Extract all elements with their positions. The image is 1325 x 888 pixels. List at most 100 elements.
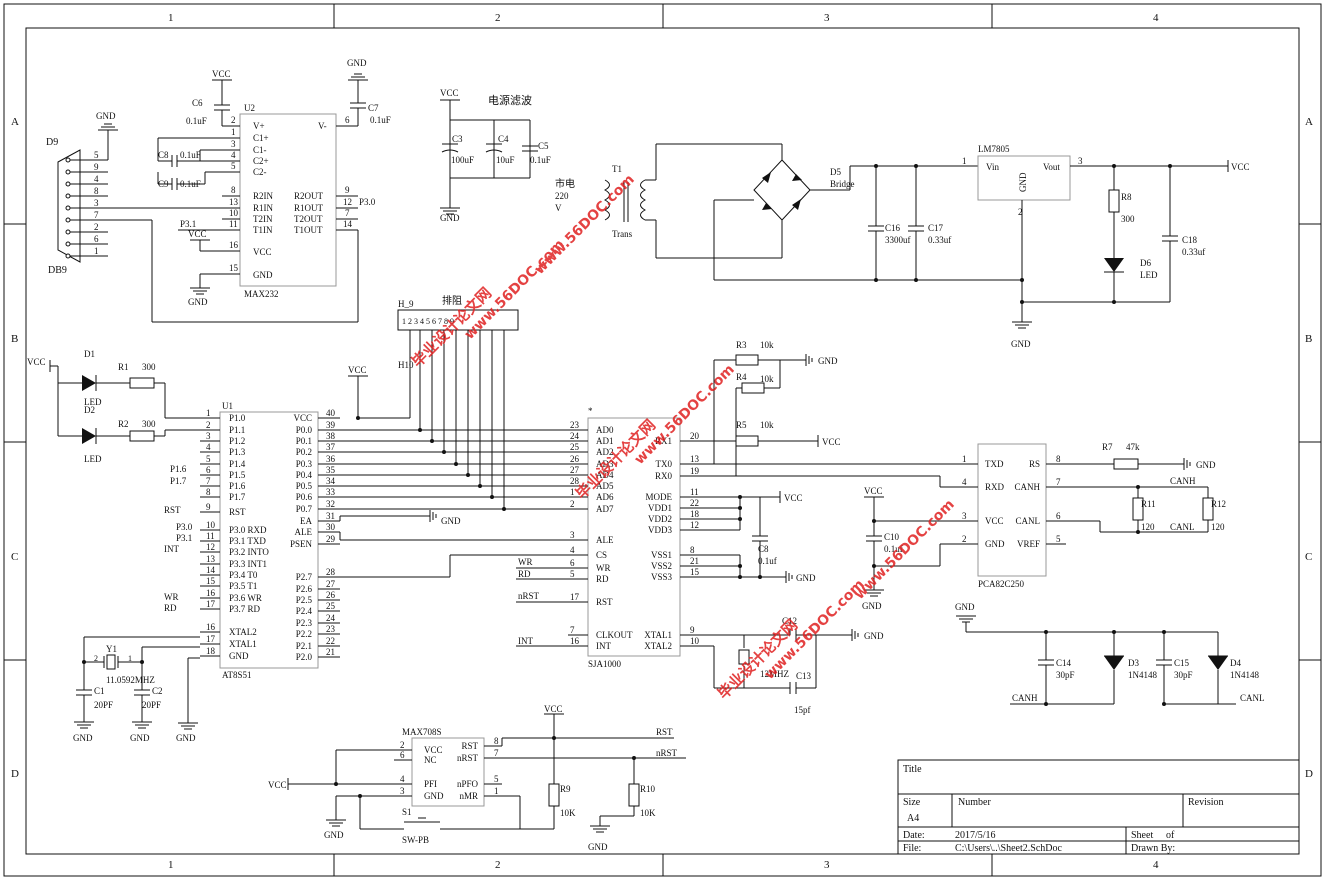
col-3-bottom: 3 [824,859,830,871]
pin-name: P2.1 [296,641,312,651]
pin-name: P1.3 [229,447,246,457]
pin-name: T2OUT [294,214,323,224]
db9-pin-label: 3 [94,198,99,208]
net-p31: P3.1 [180,219,196,229]
wdt-rst-net: RST [656,727,673,737]
c9-value: 0.1uF [180,179,201,189]
pin-name: GND [424,791,444,801]
h10-label: H10 [398,360,414,370]
pin-name: AD2 [596,447,614,457]
row-d-left: D [11,768,19,780]
r3-value: 10k [760,340,774,350]
col-2-top: 2 [495,12,501,24]
db9-pin-label: 1 [94,246,99,256]
pin-number: 21 [690,556,699,566]
pin-number: 7 [570,625,575,635]
pin-number: 15 [229,263,239,273]
d4-value: 1N4148 [1230,670,1259,680]
pin-number: 27 [570,465,580,475]
file-label: File: [903,843,921,854]
pin-number: 30 [326,522,336,532]
c7-gnd-label: GND [347,58,367,68]
pin-number: 9 [690,625,695,635]
pin-name: P1.4 [229,459,246,469]
r5-vcc-label: VCC [822,437,841,447]
pin-name: P3.5 T1 [229,581,257,591]
sja-c8-value: 0.1uf [758,556,777,566]
pin-number: 7 [1056,477,1061,487]
col-2-bottom: 2 [495,859,501,871]
s1-name: SW-PB [402,835,429,845]
pin-name: P2.3 [296,618,313,628]
db9-name: DB9 [48,265,67,276]
sja-c8-ref: C8 [758,544,769,554]
pin-name: P0.6 [296,492,313,502]
lm7805-name: LM7805 [978,144,1010,154]
mcu-gnd-label: GND [176,733,196,743]
pin-number: 26 [326,590,336,600]
pin-name: AD3 [596,459,614,469]
r4-value: 10k [760,374,774,384]
max708-name: MAX708S [402,727,442,737]
c2-value: 20PF [142,700,161,710]
r5-value: 10k [760,420,774,430]
pin-number: 1 [206,408,211,418]
date-value: 2017/5/16 [955,830,996,841]
y1-freq: 11.0592MHZ [106,675,155,685]
ea-gnd-label: GND [441,516,461,526]
pca-canl-label: CANL [1170,522,1195,532]
wdt-vcc-label: VCC [268,780,287,790]
pin-number: 36 [326,454,336,464]
db9-pin-label: 9 [94,162,99,172]
d1-name: LED [84,397,102,407]
pin-number: 3 [962,511,967,521]
sja-body [587,417,681,657]
pin-name: RST [596,597,613,607]
pin-name: VCC [985,516,1004,526]
pin-name: C2+ [253,156,269,166]
pin-name: P3.0 RXD [229,525,267,535]
size-value: A4 [907,813,919,824]
r7-gnd-label: GND [1196,460,1216,470]
respack-body [397,309,519,331]
pin-name: RD [596,574,609,584]
pin-number: 8 [494,736,499,746]
c15-ref: C15 [1174,658,1190,668]
pin-number: 7 [345,208,350,218]
pin-name: RS [1029,459,1040,469]
pin-number: 4 [400,774,405,784]
r7-ref: R7 [1102,442,1113,452]
pin-name: XTAL2 [644,641,672,651]
pin-number: 31 [326,511,335,521]
pin-number: 4 [231,150,236,160]
number-label: Number [958,797,991,808]
mains-unit: V [555,203,562,213]
mcu-body [219,411,319,669]
pin-number: 15 [206,576,216,586]
db9-pin-label: 7 [94,210,99,220]
pin-name: CS [596,550,607,560]
pin-number: 23 [570,420,580,430]
c6-value: 0.1uF [186,116,207,126]
pin-name: C1+ [253,133,269,143]
pin-number: 24 [570,431,580,441]
pin-name: C2- [253,167,267,177]
d5-ref: D5 [830,167,841,177]
pin-number: 16 [206,588,216,598]
d5-name: Bridge [830,179,855,189]
data-bus [340,428,568,511]
pin-name: AD7 [596,504,614,514]
pin-number: 2 [206,420,211,430]
pin-name: AD4 [596,470,614,480]
bus-junction [478,484,482,488]
c7-value: 0.1uF [370,115,391,125]
pin-name: P2.2 [296,629,312,639]
c1-value: 20PF [94,700,113,710]
d2-name: LED [84,454,102,464]
mains-label: 市电 [555,177,575,190]
pin-name: MODE [646,492,673,502]
sja-star: * [588,406,593,416]
db9-gnd-label: GND [96,111,116,121]
